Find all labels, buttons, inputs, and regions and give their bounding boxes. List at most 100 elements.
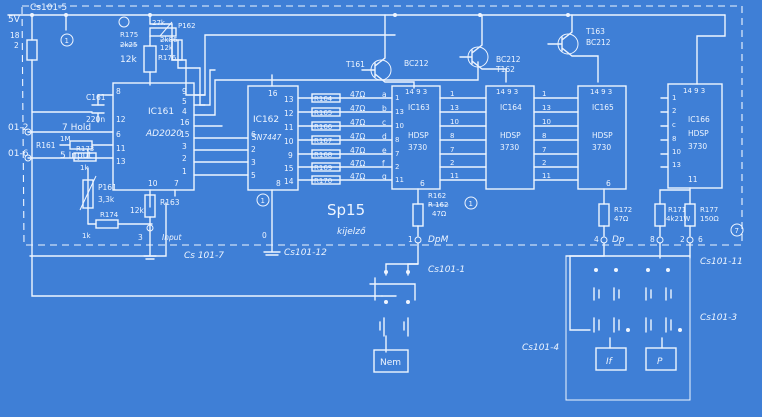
seg-res-value-2: 47Ω [350, 118, 366, 127]
r174-label: R174 [100, 211, 119, 219]
t162-type: BC212 [496, 55, 521, 64]
r172-value: 47Ω [614, 215, 629, 223]
r172-node: 4 [594, 235, 599, 244]
ic165-pin-0: 1 [542, 90, 546, 98]
cs101-11-label: Cs101-11 [700, 257, 743, 267]
ic162-pin-l1: 2 [251, 145, 256, 154]
r177-label: R177 [700, 206, 718, 214]
segment-g: g [382, 172, 387, 181]
ic163-pin-2: 10 [395, 122, 404, 130]
r173-note: 1k [80, 164, 89, 172]
ic162-pin-l2: 3 [251, 158, 256, 167]
r163-label: R163 [160, 198, 180, 207]
ic165-bottom-pin: 6 [606, 179, 611, 188]
connector-cs101-5: Cs101-5 [30, 3, 67, 13]
ic161-pin-r1: 5 [182, 97, 187, 106]
seg-res-label-3: R167 [314, 137, 332, 145]
p162-label: P162 [178, 22, 196, 30]
ic162-top-pin: 16 [268, 89, 278, 98]
ic164-pin-4: 7 [450, 146, 454, 154]
supply-resistor [26, 39, 38, 61]
r175-value: 12k [120, 55, 137, 65]
transistor-t162 [459, 14, 507, 83]
ic161-pin-r0: 9 [182, 87, 187, 96]
ic166-pin-3: 8 [672, 135, 676, 143]
board-subtitle: kijelző [337, 227, 366, 237]
seg-res-value-1: 47Ω [350, 104, 366, 113]
ic162-pin-r3: 10 [284, 137, 294, 146]
seg-res-label-5: R169 [314, 164, 332, 172]
ic162-bottom-pin: 8 [276, 179, 281, 188]
connector-01-2: 01-2 [8, 123, 28, 133]
r177-node-b: 6 [698, 235, 703, 244]
ic161-pin-r5: 3 [182, 142, 187, 151]
ic164-pin-1: 13 [450, 104, 459, 112]
t162-label: T162 [495, 65, 515, 74]
ic163-pin-4: 7 [395, 150, 399, 158]
ic165-name: IC165 [592, 103, 614, 112]
connector-01-6: 01-6 [8, 149, 29, 159]
ic163-pin-3: 8 [395, 136, 399, 144]
r161-label: R161 [36, 141, 56, 150]
ic166-part: HDSP [688, 129, 709, 138]
ic162-pin-r5: 15 [284, 164, 294, 173]
segment-a: a [382, 90, 387, 99]
t161-label: T161 [345, 60, 365, 69]
r186-strike: 2k86 [160, 36, 178, 44]
ic161-pin-r2: 4 [182, 107, 187, 116]
r176-label: R176 [158, 54, 177, 62]
ic164-part: HDSP [500, 131, 521, 140]
ic163-pin-6: 11 [395, 176, 404, 184]
r162-strike: R 162 [428, 201, 448, 209]
transistor-t163 [547, 14, 599, 83]
r163-network [29, 194, 167, 260]
ic162-name: IC162 [253, 115, 279, 125]
ic166-pin-2: c [672, 121, 676, 129]
ic164-number: 3730 [500, 143, 519, 152]
cs101-12-label: Cs101-12 [284, 248, 327, 258]
r171-value: 4k21W [666, 215, 690, 223]
r177 [684, 203, 744, 244]
switch-cs101-1 [369, 263, 419, 373]
ic163-pin-5: 2 [395, 163, 399, 171]
ic163-name: IC163 [408, 103, 430, 112]
ic163-part: HDSP [408, 131, 429, 140]
mode-p: P [657, 357, 663, 367]
ic164-name: IC164 [500, 103, 522, 112]
ic162-pin-r6: 14 [284, 177, 294, 186]
ic166-name: IC166 [688, 115, 710, 124]
display-ic164 [485, 85, 535, 190]
ic165-pin-3: 8 [542, 132, 546, 140]
ic165-pin-4: 7 [542, 146, 546, 154]
board-title: Sp15 [327, 201, 365, 219]
r162 [412, 196, 478, 265]
p162-value: 27k [152, 19, 166, 27]
circled-mark-top: 1 [60, 33, 74, 47]
ic162-pin-l0: 6 [251, 130, 256, 139]
supply-voltage-label: 5V [8, 15, 21, 25]
ic163-bottom-pin: 6 [420, 179, 425, 188]
r174-value: 1k [82, 232, 91, 240]
r171-node: 8 [650, 235, 655, 244]
ic162-pin-r1: 12 [284, 109, 294, 118]
r177-circle: 7 [735, 227, 739, 235]
left-input-network [24, 94, 153, 229]
board-outline [21, 5, 743, 246]
segment-b: b [382, 104, 387, 113]
dp-net-label: Dp [612, 235, 625, 245]
seg-res-value-4: 47Ω [350, 146, 366, 155]
cs101-4-label: Cs101-4 [522, 343, 559, 353]
t161-type: BC212 [404, 59, 429, 68]
switch-block-cs101-3-4 [565, 242, 691, 401]
ic163-pin-1: 13 [395, 108, 404, 116]
r172-label: R172 [614, 206, 632, 214]
ic164-pin-0: 1 [450, 90, 454, 98]
seg-res-label-1: R165 [314, 109, 332, 117]
ic163-top-pins: 14 9 3 [405, 88, 427, 96]
ic162-ground-pin: 0 [262, 231, 267, 240]
ic162-circle-mark: 1 [261, 197, 265, 205]
r175-strike: 2k25 [120, 41, 137, 49]
ic161 [112, 34, 479, 208]
cs101-7-label: Cs 101-7 [184, 251, 224, 261]
